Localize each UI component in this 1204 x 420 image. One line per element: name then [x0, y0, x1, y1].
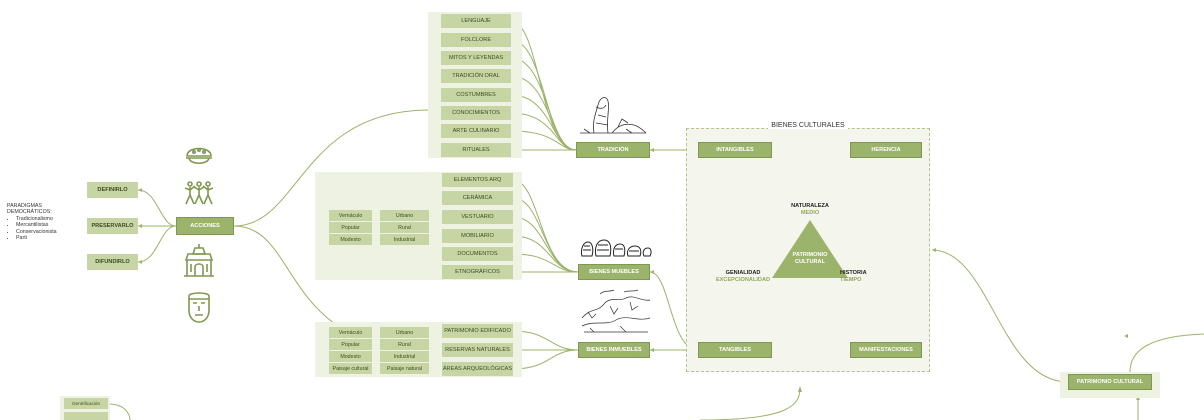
triangle-top-line-1: NATURALEZA	[791, 203, 829, 209]
node-acciones[interactable]: ACCIONES	[176, 217, 234, 235]
tradicion-item[interactable]: LENGUAJE	[441, 14, 511, 28]
inmuebles-grid-cell: Industrial	[380, 351, 429, 362]
pottery-sketch-illustration	[581, 239, 652, 257]
inmuebles-grid-cell: Paisaje cultural	[329, 363, 372, 374]
paradigma-item: Mercantilistas	[16, 222, 57, 228]
inmuebles-grid-cell: Popular	[329, 339, 372, 350]
muebles-grid-cell: Popular	[329, 222, 372, 233]
bienes-culturales-title: BIENES CULTURALES	[686, 122, 930, 129]
muebles-item[interactable]: DOCUMENTOS	[442, 247, 513, 261]
muebles-item[interactable]: CERÁMICA	[442, 191, 513, 205]
node-bienes-muebles[interactable]: BIENES MUEBLES	[578, 264, 650, 280]
inmuebles-grid-cell: Vernáculo	[329, 327, 372, 338]
inmuebles-item[interactable]: RESERVAS NATURALES	[442, 343, 513, 357]
inmuebles-item[interactable]: PATRIMONIO EDIFICADO	[442, 324, 513, 338]
triangle-center-line-2: CULTURAL	[794, 259, 826, 265]
node-herencia[interactable]: HERENCIA	[850, 142, 922, 158]
muebles-grid-cell: Urbano	[380, 210, 429, 221]
food-bowl-icon	[186, 147, 212, 165]
muebles-grid-cell: Rural	[380, 222, 429, 233]
muebles-grid-cell: Vernáculo	[329, 210, 372, 221]
node-preservarlo[interactable]: PRESERVARLO	[87, 218, 138, 234]
paradigmas-list: Tradicionalismo Mercantilistas Conservac…	[7, 216, 57, 242]
dancers-icon	[184, 181, 214, 205]
mask-icon	[188, 292, 210, 323]
muebles-grid-cell: Industrial	[380, 234, 429, 245]
paradigmas-title-2: DEMOCRÁTICOS:	[7, 209, 52, 216]
patrimonio-triangle	[772, 220, 848, 278]
triangle-center-label: PATRIMONIO CULTURAL	[790, 252, 830, 266]
inmuebles-grid-cell: Paisaje natural	[380, 363, 429, 374]
temple-icon	[184, 244, 214, 277]
node-tradicion[interactable]: TRADICIÓN	[576, 142, 650, 158]
triangle-right-line-2: TIEMPO	[840, 277, 862, 283]
triangle-left-line-1: GENIALIDAD	[725, 270, 761, 276]
node-bottom-left-partial[interactable]	[64, 412, 108, 420]
node-difundirlo[interactable]: DIFUNDIRLO	[87, 254, 138, 270]
muebles-item[interactable]: VESTUARIO	[442, 210, 513, 224]
muebles-item[interactable]: ETNOGRÁFICOS	[442, 265, 513, 279]
node-gentrificacion[interactable]: Gentrificación	[64, 398, 108, 409]
muebles-item[interactable]: MOBILIARIO	[442, 229, 513, 243]
triangle-left-label: GENIALIDAD EXCEPCIONALIDAD	[712, 270, 774, 284]
tradicion-item[interactable]: COSTUMBRES	[441, 88, 511, 102]
node-manifestaciones[interactable]: MANIFESTACIONES	[850, 342, 922, 358]
paradigmas-block: PARADIGMAS DEMOCRÁTICOS: Tradicionalismo…	[7, 203, 57, 241]
node-patrimonio-cultural[interactable]: PATRIMONIO CULTURAL	[1068, 374, 1152, 390]
paradigmas-title-1: PARADIGMAS	[7, 203, 42, 209]
paradigma-item: Tradicionalismo	[16, 216, 57, 222]
triangle-top-line-2: MEDIO	[800, 210, 820, 216]
tradition-sketch-illustration	[580, 97, 647, 134]
tradicion-item[interactable]: RITUALES	[441, 143, 511, 157]
triangle-top-label: NATURALEZA MEDIO	[780, 203, 840, 217]
landscape-sketch-illustration	[581, 289, 651, 333]
tradicion-item[interactable]: ARTE CULINARIO	[441, 124, 511, 138]
triangle-right-label: HISTORIA TIEMPO	[840, 270, 880, 284]
triangle-left-line-2: EXCEPCIONALIDAD	[715, 277, 771, 283]
tradicion-item[interactable]: CONOCIMIENTOS	[441, 106, 511, 120]
tradicion-item[interactable]: MITOS Y LEYENDAS	[441, 51, 511, 65]
inmuebles-grid-cell: Urbano	[380, 327, 429, 338]
triangle-center-line-1: PATRIMONIO	[792, 252, 828, 258]
node-bienes-inmuebles[interactable]: BIENES INMUEBLES	[578, 342, 650, 358]
muebles-grid-cell: Modesto	[329, 234, 372, 245]
paradigma-item: Parti	[16, 235, 57, 241]
inmuebles-grid-cell: Rural	[380, 339, 429, 350]
inmuebles-grid-cell: Modesto	[329, 351, 372, 362]
bienes-culturales-title-text: BIENES CULTURALES	[768, 122, 848, 129]
muebles-item[interactable]: ELEMENTOS ARQ	[442, 173, 513, 187]
tradicion-item[interactable]: FOLCLORE	[441, 33, 511, 47]
tradicion-item[interactable]: TRADICIÓN ORAL	[441, 69, 511, 83]
paradigma-item: Conservacionista	[16, 229, 57, 235]
node-definirlo[interactable]: DEFINIRLO	[87, 182, 138, 198]
inmuebles-item[interactable]: ÁREAS ARQUEOLÓGICAS	[442, 362, 513, 376]
triangle-right-line-1: HISTORIA	[840, 270, 867, 276]
node-intangibles[interactable]: INTANGIBLES	[698, 142, 772, 158]
node-tangibles[interactable]: TANGIBLES	[698, 342, 772, 358]
